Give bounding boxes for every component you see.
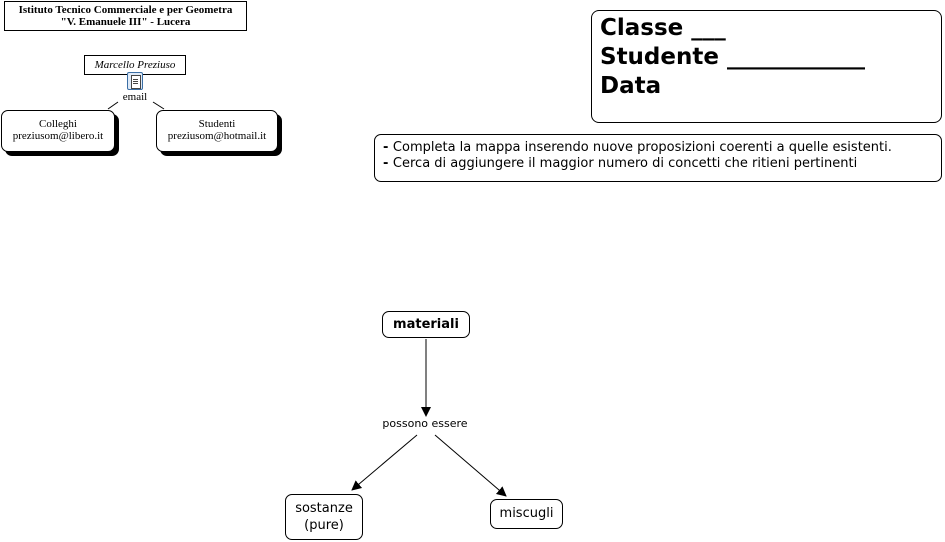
instruction-text: Completa la mappa inserendo nuove propos… (392, 140, 892, 155)
contact-studenti: Studenti preziusom@hotmail.it (156, 110, 278, 152)
document-icon[interactable] (127, 72, 143, 90)
link-possono-essere: possono essere (370, 417, 480, 431)
email-link-label: email (122, 91, 148, 103)
class-line: Classe ___ (600, 15, 726, 41)
instructions-box: - Completa la mappa inserendo nuove prop… (374, 134, 942, 182)
concept-materiali[interactable]: materiali (382, 311, 470, 338)
concept-sostanze[interactable]: sostanze (pure) (285, 494, 363, 540)
date-line: Data (600, 73, 662, 99)
contact-email: preziusom@hotmail.it (167, 130, 267, 142)
contact-title: Studenti (198, 118, 236, 130)
concept-label: sostanze (295, 501, 353, 516)
contact-title: Colleghi (39, 118, 77, 130)
instruction-item: - Cerca di aggiungere il maggior numero … (383, 156, 858, 171)
email-connector-right (152, 101, 165, 110)
school-subtitle: "V. Emanuele III" - Lucera (60, 16, 191, 28)
arrow-link-sostanze (351, 434, 418, 491)
concept-label: (pure) (304, 518, 344, 533)
arrow-link-miscugli (434, 434, 507, 497)
instruction-text: Cerca di aggiungere il maggior numero di… (392, 156, 858, 171)
contact-email: preziusom@libero.it (12, 130, 104, 142)
concept-miscugli[interactable]: miscugli (490, 499, 563, 529)
email-connector-left (107, 101, 119, 110)
school-header: Istituto Tecnico Commerciale e per Geome… (4, 1, 247, 31)
contact-colleghi: Colleghi preziusom@libero.it (1, 110, 115, 152)
student-info-box: Classe ___ Studente ____________ Data (591, 10, 942, 123)
instruction-item: - Completa la mappa inserendo nuove prop… (383, 140, 892, 155)
student-line: Studente ____________ (600, 44, 865, 70)
school-name: Istituto Tecnico Commerciale e per Geome… (18, 4, 233, 16)
author-name: Marcello Preziuso (84, 55, 186, 75)
